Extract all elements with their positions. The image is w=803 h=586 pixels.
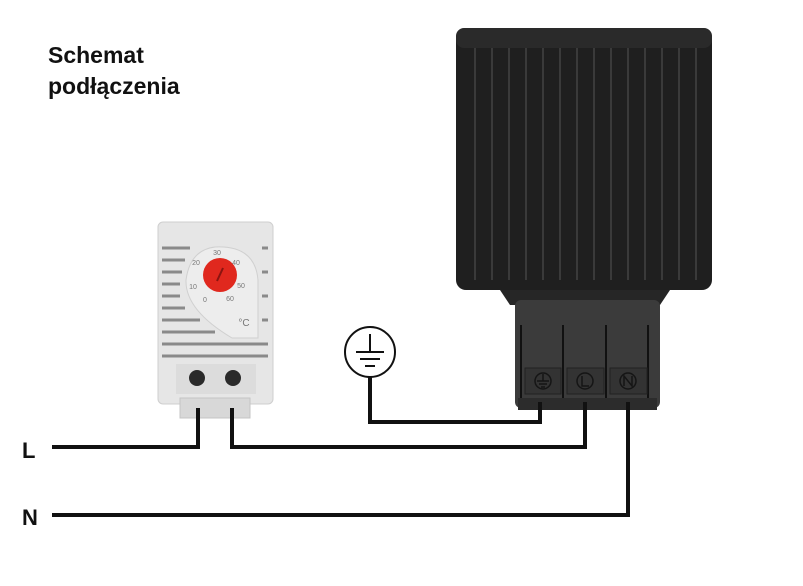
thermostat: 0 10 20 30 40 50 60 °C <box>157 221 274 419</box>
wire-thermostat-to-heater-l <box>230 402 587 449</box>
wire-n <box>52 402 630 517</box>
scale-40: 40 <box>232 260 240 267</box>
wire-l-input <box>52 408 200 449</box>
terminal-ground-icon <box>534 372 552 390</box>
terminal-l-icon <box>576 372 594 390</box>
terminal-n-icon <box>619 372 637 390</box>
title-line-2: podłączenia <box>48 73 180 99</box>
diagram-title: Schemat podłączenia <box>48 40 180 102</box>
wire-ground <box>368 377 542 424</box>
unit-label: °C <box>238 318 249 329</box>
scale-20: 20 <box>192 260 200 267</box>
label-l: L <box>22 438 36 463</box>
earth-ground-icon <box>344 326 396 378</box>
terminal-screw <box>225 370 241 386</box>
scale-60: 60 <box>226 296 234 303</box>
terminal-screw <box>189 370 205 386</box>
title-line-1: Schemat <box>48 42 144 68</box>
scale-10: 10 <box>189 284 197 291</box>
scale-0: 0 <box>203 297 207 304</box>
scale-30: 30 <box>213 250 221 257</box>
scale-50: 50 <box>237 283 245 290</box>
heater <box>456 28 712 410</box>
label-n: N <box>22 505 38 530</box>
